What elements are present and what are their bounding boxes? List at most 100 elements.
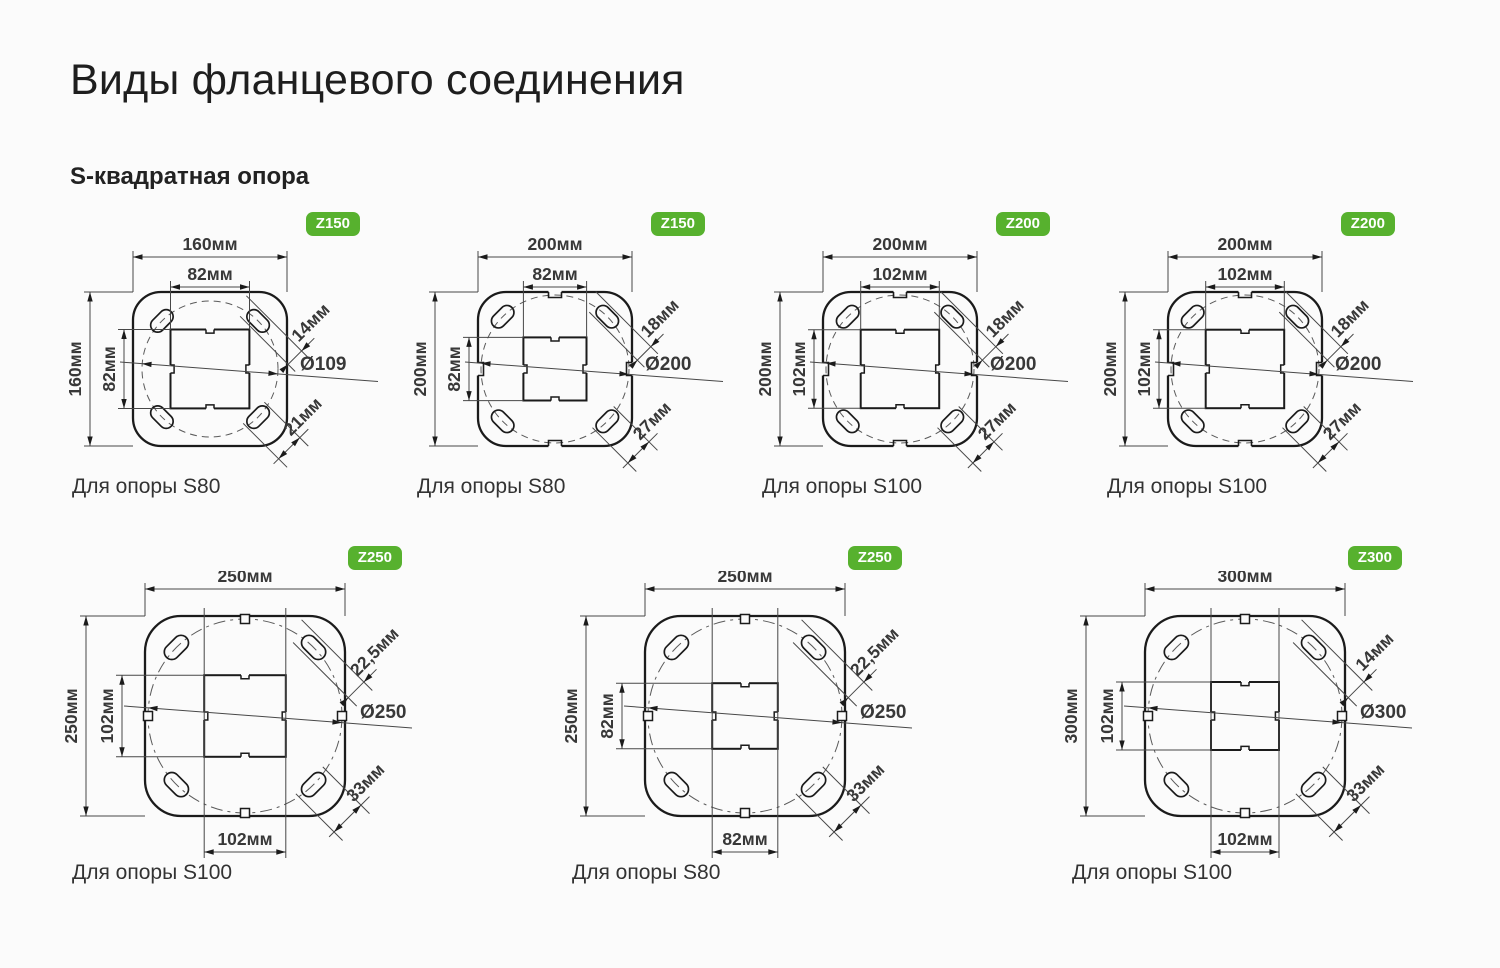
slot-length-label: 33мм — [1342, 759, 1388, 805]
bolt-slot — [1163, 634, 1190, 661]
edge-mark-square — [739, 807, 751, 819]
bolt-slot — [1300, 771, 1327, 798]
pole-square — [711, 682, 779, 750]
edge-notch — [547, 439, 563, 446]
bolt-slot — [1285, 304, 1310, 329]
bolt-circle — [825, 294, 975, 444]
plate-outline — [643, 614, 847, 818]
bolt-slot — [940, 409, 965, 434]
edge-mark-square — [642, 710, 654, 722]
bolt-slot — [663, 771, 690, 798]
diagram-caption: Для опоры S100 — [1072, 861, 1233, 884]
model-badge: Z300 — [1347, 546, 1402, 570]
pole-square — [1210, 681, 1280, 751]
slot-length-label: 27мм — [1319, 398, 1365, 444]
slot-width-label: 14мм — [287, 299, 333, 345]
outer-width-label: 200мм — [872, 234, 927, 254]
outer-width-label: 200мм — [1217, 234, 1272, 254]
edge-mark-square — [142, 710, 154, 722]
bolt-slot — [800, 634, 827, 661]
inner-height-label: 82мм — [597, 693, 617, 738]
outer-height-label: 250мм — [561, 688, 581, 743]
edge-mark-square — [1239, 807, 1251, 819]
bolt-circle — [1147, 618, 1343, 814]
section-subtitle: S-квадратная опора — [70, 163, 310, 190]
bolt-slot — [1180, 304, 1205, 329]
outer-height-label: 300мм — [1061, 688, 1081, 743]
model-badge: Z150 — [305, 212, 360, 236]
bolt-slot — [163, 771, 190, 798]
bolt-slot — [490, 409, 515, 434]
diagram-caption: Для опоры S100 — [762, 475, 923, 498]
bolt-slot — [800, 771, 827, 798]
bolt-slot — [1163, 771, 1190, 798]
edge-notch — [547, 292, 563, 299]
bolt-circle — [141, 300, 279, 438]
bolt-circle — [480, 294, 630, 444]
model-badge: Z250 — [847, 546, 902, 570]
edge-notch — [1315, 361, 1322, 377]
edge-notch — [1237, 292, 1253, 299]
outer-width-label: 160мм — [182, 234, 237, 254]
outer-height-label: 250мм — [61, 688, 81, 743]
diagram-caption: Для опоры S80 — [572, 861, 721, 884]
bolt-slot — [595, 304, 620, 329]
inner-width-label: 82мм — [187, 264, 232, 284]
inner-height-label: 102мм — [1134, 341, 1154, 396]
inner-width-label: 102мм — [217, 829, 272, 849]
bolt-slot — [595, 409, 620, 434]
model-badge: Z150 — [650, 212, 705, 236]
inner-height-label: 82мм — [99, 346, 119, 391]
bolt-slot — [149, 308, 174, 333]
edge-mark-square — [739, 613, 751, 625]
diagram-caption: Для опоры S100 — [72, 861, 233, 884]
diagram-caption: Для опоры S100 — [1107, 475, 1268, 498]
edge-notch — [970, 361, 977, 377]
slot-width-label: 18мм — [982, 295, 1028, 341]
edge-mark-square — [239, 613, 251, 625]
edge-notch — [625, 361, 632, 377]
bolt-slot — [1180, 409, 1205, 434]
slot-length-label: 33мм — [342, 759, 388, 805]
slot-width-label: 14мм — [1351, 629, 1397, 675]
bolt-slot — [149, 405, 174, 430]
diagram-caption: Для опоры S80 — [417, 475, 566, 498]
edge-mark-square — [239, 807, 251, 819]
bolt-slot — [940, 304, 965, 329]
slot-length-label: 27мм — [629, 398, 675, 444]
model-badge: Z200 — [1340, 212, 1395, 236]
bolt-slot — [490, 304, 515, 329]
pole-square — [203, 674, 287, 758]
outer-width-label: 300мм — [1217, 571, 1272, 586]
bolt-slot — [663, 634, 690, 661]
diagram-caption: Для опоры S80 — [72, 475, 221, 498]
edge-notch — [478, 361, 485, 377]
bolt-slot — [163, 634, 190, 661]
slot-length-label: 27мм — [974, 398, 1020, 444]
edge-notch — [892, 439, 908, 446]
edge-mark-square — [336, 710, 348, 722]
edge-mark-square — [1239, 613, 1251, 625]
bolt-circle-label: Ø109 — [300, 354, 346, 375]
bolt-circle-label: Ø200 — [990, 354, 1036, 375]
bolt-circle-label: Ø250 — [360, 702, 406, 723]
edge-mark-square — [1336, 710, 1348, 722]
model-badge: Z250 — [347, 546, 402, 570]
outer-width-label: 250мм — [717, 571, 772, 586]
edge-notch — [1237, 439, 1253, 446]
